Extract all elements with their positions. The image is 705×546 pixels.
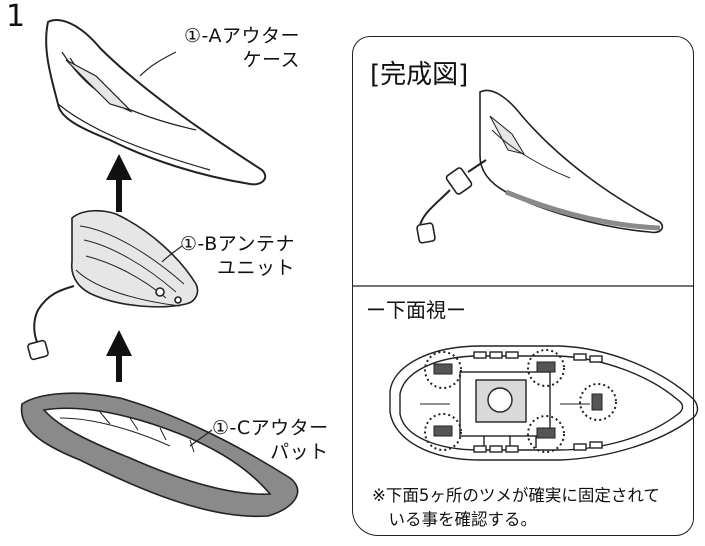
callout-antenna-unit: ①-Bアンテナ ユニット: [180, 232, 295, 280]
callout-outer-pad: ①-Cアウター パット: [212, 416, 329, 464]
completed-view-panel: [352, 36, 694, 536]
callout-outer-case-line2: ケース: [242, 49, 300, 71]
latch-circle: [424, 351, 462, 389]
callout-outer-case-line1: アウター: [221, 25, 300, 47]
callout-outer-case-id: ①-A: [184, 25, 222, 47]
completed-view-title: [完成図]: [370, 60, 469, 90]
latch-circle: [527, 415, 565, 453]
step-number: 1: [6, 0, 26, 34]
bottom-view-title: ー下面視ー: [366, 298, 466, 322]
callout-antenna-unit-line1: アンテナ: [217, 233, 295, 255]
latch-circle: [527, 349, 565, 387]
callout-antenna-unit-line2: ユニット: [216, 257, 295, 279]
callout-outer-pad-line1: アウター: [250, 417, 329, 439]
callout-line-c: [189, 429, 213, 447]
note-line-2: いる事を確認する。: [372, 510, 538, 529]
arrow-up-icon: [106, 330, 132, 382]
callout-antenna-unit-id: ①-B: [180, 233, 218, 255]
antenna-unit-illustration: [27, 209, 199, 361]
confirmation-note: ※下面5ヶ所のツメが確実に固定されて いる事を確認する。: [372, 484, 660, 532]
callout-line-a: [139, 51, 177, 77]
latch-marks: [433, 361, 603, 439]
outer-pad-illustration: [20, 392, 299, 518]
latch-circle: [579, 383, 617, 421]
completed-antenna-illustration: [416, 89, 664, 244]
outer-case-illustration: [45, 19, 267, 186]
arrow-up-icon: [106, 154, 132, 212]
callout-outer-pad-line2: パット: [270, 441, 329, 463]
latch-highlight-circles: [424, 349, 617, 453]
note-line-1: ※下面5ヶ所のツメが確実に固定されて: [372, 486, 660, 505]
bottom-view-illustration: [389, 345, 699, 461]
callout-outer-case: ①-Aアウター ケース: [184, 24, 300, 72]
callout-outer-pad-id: ①-C: [212, 417, 251, 439]
callout-line-b: [161, 245, 183, 263]
latch-circle: [424, 413, 462, 451]
